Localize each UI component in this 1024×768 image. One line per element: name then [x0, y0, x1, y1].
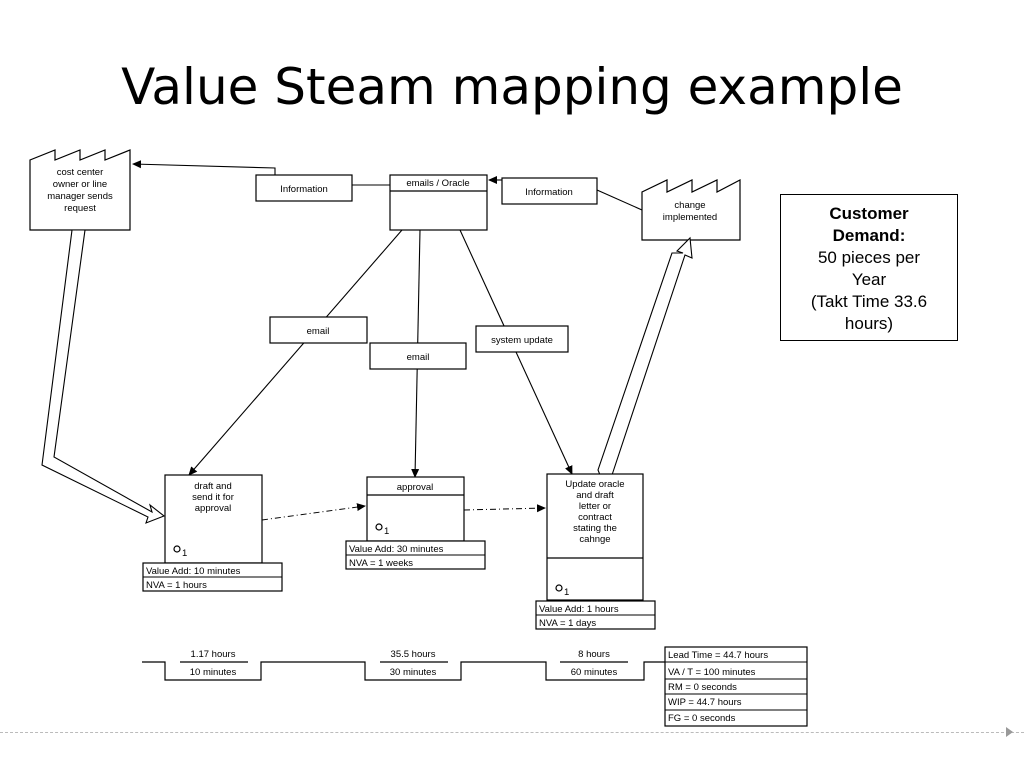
svg-text:Value Add: 30 minutes: Value Add: 30 minutes — [349, 544, 444, 555]
flow-label-email-1: email — [269, 316, 368, 344]
push-arrow-supplier — [41, 229, 166, 524]
demand-line-4: hours) — [844, 314, 894, 333]
demand-line-3: (Takt Time 33.6 — [810, 292, 928, 311]
control-box: emails / Oracle — [389, 174, 488, 231]
push-arrow-customer — [597, 236, 693, 476]
process-data-update-oracle: Value Add: 1 hours NVA = 1 days — [535, 600, 656, 630]
svg-text:email: email — [307, 326, 330, 337]
operator-icon — [375, 523, 383, 531]
svg-text:contract: contract — [578, 512, 612, 523]
info-box-left: Information — [255, 174, 353, 202]
pull-arrow-2 — [463, 504, 546, 513]
svg-text:NVA = 1 days: NVA = 1 days — [539, 618, 596, 629]
timeline-nva-3: 8 hours — [578, 649, 610, 660]
svg-text:system update: system update — [491, 335, 553, 346]
svg-text:send it for: send it for — [192, 492, 234, 503]
flow-label-email-2: email — [369, 342, 467, 370]
svg-text:approval: approval — [195, 503, 231, 514]
summary-table: Lead Time = 44.7 hours VA / T = 100 minu… — [664, 646, 808, 727]
process-box-approval: approval 1 — [366, 476, 465, 542]
summary-fg: FG = 0 seconds — [668, 713, 736, 724]
info-arrow-left — [132, 160, 276, 181]
svg-text:Update oracle: Update oracle — [565, 479, 624, 490]
next-slide-arrow-icon[interactable] — [1006, 727, 1013, 737]
customer-line-1: change — [674, 200, 705, 211]
timeline: 1.17 hours 10 minutes 35.5 hours 30 minu… — [142, 649, 665, 681]
summary-wip: WIP = 44.7 hours — [668, 697, 742, 708]
svg-text:1: 1 — [182, 548, 187, 559]
timeline-va-1: 10 minutes — [190, 667, 237, 678]
customer-factory-icon: change implemented — [641, 179, 741, 241]
customer-demand-box: Customer Demand: 50 pieces per Year (Tak… — [780, 194, 958, 341]
svg-text:Value Add: 1 hours: Value Add: 1 hours — [539, 604, 619, 615]
summary-lead-time: Lead Time = 44.7 hours — [668, 650, 768, 661]
svg-text:draft and: draft and — [194, 481, 232, 492]
svg-text:1: 1 — [384, 526, 389, 537]
summary-va-t: VA / T = 100 minutes — [668, 667, 756, 678]
flow-label-system-update: system update — [475, 325, 569, 353]
page-title: Value Steam mapping example — [121, 58, 903, 116]
operator-icon — [555, 584, 563, 592]
svg-text:approval: approval — [397, 482, 433, 493]
svg-text:1: 1 — [564, 587, 569, 598]
flow-arrow-1 — [188, 229, 403, 476]
svg-text:Information: Information — [280, 184, 328, 195]
timeline-va-2: 30 minutes — [390, 667, 437, 678]
svg-text:Information: Information — [525, 187, 573, 198]
supplier-line-1: cost center — [57, 167, 103, 178]
process-box-draft: draft and send it for approval 1 — [164, 474, 263, 564]
demand-heading-1: Customer — [829, 204, 909, 223]
demand-line-2: Year — [851, 270, 887, 289]
info-box-right: Information — [501, 177, 598, 205]
summary-rm: RM = 0 seconds — [668, 682, 737, 693]
supplier-factory-icon: cost center owner or line manager sends … — [29, 149, 131, 231]
process-box-update-oracle: Update oracle and draft letter or contra… — [546, 473, 644, 601]
svg-text:cahnge: cahnge — [579, 534, 610, 545]
supplier-line-4: request — [64, 203, 96, 214]
supplier-line-2: owner or line — [53, 179, 107, 190]
timeline-va-3: 60 minutes — [571, 667, 618, 678]
svg-text:letter or: letter or — [579, 501, 611, 512]
customer-line-2: implemented — [663, 212, 717, 223]
svg-text:stating the: stating the — [573, 523, 617, 534]
svg-text:Value Add: 10 minutes: Value Add: 10 minutes — [146, 566, 241, 577]
supplier-line-3: manager sends — [47, 191, 113, 202]
control-label: emails / Oracle — [406, 178, 469, 189]
process-data-draft: Value Add: 10 minutes NVA = 1 hours — [142, 562, 283, 592]
svg-text:NVA = 1 hours: NVA = 1 hours — [146, 580, 207, 591]
footer-divider — [0, 732, 1024, 733]
demand-line-1: 50 pieces per — [817, 248, 921, 267]
demand-heading-2: Demand: — [832, 226, 906, 245]
svg-text:and draft: and draft — [576, 490, 614, 501]
pull-arrow-1 — [261, 503, 366, 521]
operator-icon — [173, 545, 181, 553]
svg-text:email: email — [407, 352, 430, 363]
process-data-approval: Value Add: 30 minutes NVA = 1 weeks — [345, 540, 486, 570]
svg-text:NVA = 1 weeks: NVA = 1 weeks — [349, 558, 413, 569]
timeline-nva-1: 1.17 hours — [191, 649, 236, 660]
timeline-nva-2: 35.5 hours — [391, 649, 436, 660]
